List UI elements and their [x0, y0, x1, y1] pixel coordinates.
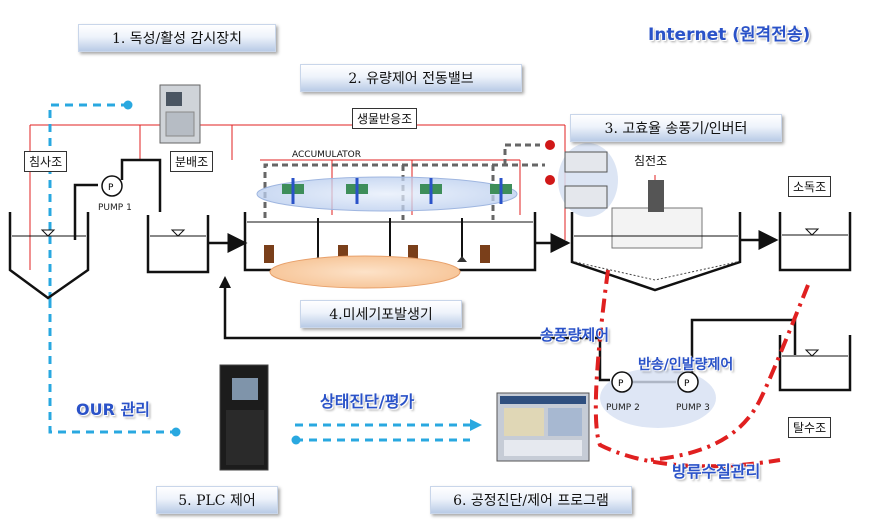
pump1-label: PUMP 1 — [98, 203, 132, 213]
diagnosis-lines — [295, 423, 470, 442]
return-control-label: 반송/인발량제어 — [638, 357, 734, 373]
our-label: OUR 관리 — [76, 400, 150, 419]
pump2-icon — [611, 371, 633, 393]
motor-valves — [282, 178, 512, 204]
monitoring-cabinet — [159, 84, 201, 144]
clarifier-drive — [648, 180, 664, 212]
diagnosis-label: 상태진단/평가 — [320, 392, 415, 411]
pump1-icon — [101, 175, 123, 197]
bioreactor-label: 생물반응조 — [352, 108, 418, 129]
settling-level-mark — [40, 229, 56, 237]
dewatering-label: 탈수조 — [788, 417, 832, 438]
mixers — [264, 245, 490, 263]
diagnosis-dot — [291, 435, 301, 445]
svg-text:P: P — [618, 379, 624, 389]
blowers — [564, 151, 608, 209]
plc-cabinet — [219, 364, 269, 471]
fine-bubble-highlight — [269, 255, 461, 289]
banner-toxicity-monitor: 1. 독성/활성 감시장치 — [78, 24, 276, 52]
effluent-label: 방류수질관리 — [672, 462, 761, 481]
clarifier-center-well — [611, 207, 703, 249]
svg-text:P: P — [108, 183, 114, 193]
banner-flow-valve: 2. 유량제어 전동밸브 — [300, 64, 522, 92]
pump2-label: PUMP 2 — [606, 403, 640, 413]
clarifier-tank — [570, 212, 742, 292]
svg-text:P: P — [684, 379, 690, 389]
disinfection-tank — [778, 212, 852, 272]
banner-fine-bubble: 4.미세기포발생기 — [300, 300, 462, 328]
pump1-piping — [73, 158, 162, 240]
banner-plc: 5. PLC 제어 — [156, 486, 278, 514]
dewatering-tank — [778, 335, 852, 392]
blower-valves — [545, 140, 555, 185]
distribution-tank — [146, 215, 210, 274]
pump3-label: PUMP 3 — [676, 403, 710, 413]
settling-tank — [8, 212, 90, 300]
control-loop — [593, 269, 810, 469]
air-control-label: 송풍량제어 — [540, 326, 610, 344]
internet-label: Internet (원격전송) — [648, 25, 811, 45]
diagnosis-arrow — [470, 419, 482, 431]
banner-blower-inverter: 3. 고효율 송풍기/인버터 — [570, 114, 782, 142]
settling-tank-label: 침사조 — [24, 151, 68, 172]
pump3-icon — [677, 371, 699, 393]
clarifier-label: 침전조 — [634, 154, 668, 168]
banner-program: 6. 공정진단/제어 프로그램 — [430, 486, 632, 514]
our-line — [48, 103, 175, 434]
bioreactor-baffles — [317, 218, 463, 262]
accumulator-label: ACCUMULATOR — [292, 150, 362, 160]
disinfection-label: 소독조 — [788, 176, 832, 197]
our-dot-top — [123, 100, 133, 110]
distribution-tank-label: 분배조 — [170, 151, 214, 172]
our-dot-bottom — [171, 427, 181, 437]
valve-highlight — [256, 176, 518, 212]
program-screen — [496, 392, 590, 462]
